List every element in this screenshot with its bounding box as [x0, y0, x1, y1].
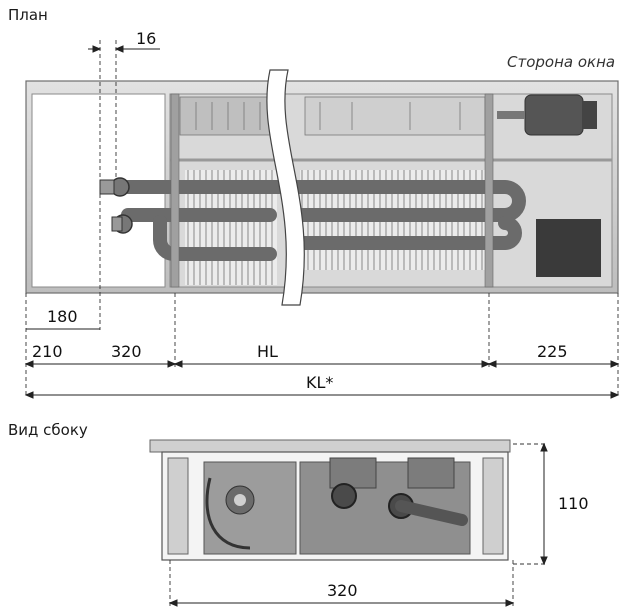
- dimension-lines: [24, 45, 620, 399]
- dim-210: 210: [32, 342, 63, 361]
- fan-guide: [205, 477, 251, 550]
- break-gap: [266, 69, 305, 306]
- fan-strip-left: [179, 96, 276, 136]
- dim-320-side: 320: [327, 581, 358, 600]
- dim-320-top: 320: [111, 342, 142, 361]
- motor-end: [583, 101, 597, 129]
- side-view-title: Вид сбоку: [8, 421, 88, 439]
- profile-right: [482, 457, 504, 555]
- plan-view-drawing: 16 180 210 320 HL 225 KL*: [24, 29, 620, 399]
- control-box: [536, 219, 601, 277]
- reference-lines: [25, 40, 619, 395]
- fan-rotor-left: [195, 102, 261, 130]
- dim-16: 16: [136, 29, 156, 48]
- dim-kl: KL*: [306, 373, 333, 392]
- window-side-label: Сторона окна: [507, 53, 616, 71]
- profile-left: [167, 457, 189, 555]
- support-right: [484, 93, 494, 288]
- side-view-drawing: 110 320: [149, 439, 589, 607]
- fan-rotor-right: [319, 102, 461, 130]
- plan-title: План: [8, 6, 48, 24]
- dim-110: 110: [558, 494, 589, 513]
- dim-225: 225: [537, 342, 568, 361]
- support-left: [170, 93, 180, 288]
- motor-shaft: [497, 111, 525, 119]
- dim-180: 180: [47, 307, 78, 326]
- fan-strip-right: [304, 96, 486, 136]
- top-grille: [149, 439, 511, 453]
- dim-hl: HL: [257, 342, 278, 361]
- pipe-upper: [331, 483, 357, 509]
- motor-body: [524, 94, 584, 136]
